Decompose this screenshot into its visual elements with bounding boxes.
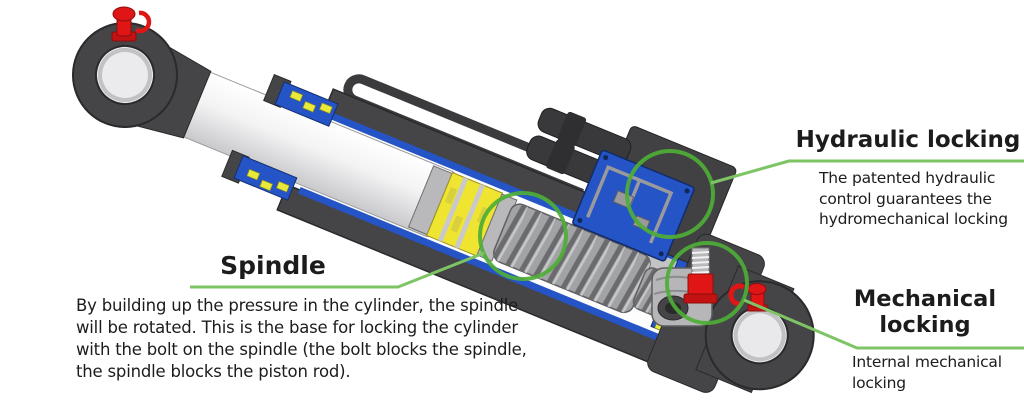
- cylinder-head-gland: [221, 73, 339, 201]
- spindle-title: Spindle: [220, 251, 326, 280]
- mechanical-locking-title-line: locking: [879, 312, 971, 338]
- mechanical-locking-description-line: Internal mechanical: [852, 353, 1002, 371]
- mechanical-locking-description: Internal mechanical locking: [852, 352, 1002, 394]
- grease-fitting-base-end: [728, 283, 768, 312]
- piston: [407, 165, 518, 262]
- mechanical-locking-highlight-circle: [665, 241, 749, 325]
- hydraulic-valve-block: [526, 107, 737, 266]
- mechanical-lock: [651, 247, 718, 327]
- hydraulic-locking-description-line: control guarantees the: [819, 189, 992, 208]
- hydraulic-locking-leader-line: [710, 159, 1024, 185]
- hose-fitting: [537, 107, 632, 163]
- rod-end-eye: [72, 22, 212, 139]
- spindle-description: By building up the pressure in the cylin…: [76, 295, 527, 383]
- spindle-description-line: will be rotated. This is the base for lo…: [76, 318, 518, 337]
- lock-bolt: [687, 273, 714, 297]
- hydraulic-locking-description-line: The patented hydraulic: [819, 169, 996, 187]
- spindle-description-line: the spindle blocks the piston rod).: [76, 362, 351, 381]
- hydraulic-locking-title: Hydraulic locking: [795, 127, 1021, 153]
- mechanical-locking-title: Mechanical locking: [845, 286, 1005, 338]
- spindle-leader-line: [190, 251, 485, 289]
- cylinder-assembly: [72, 22, 815, 394]
- spindle-highlight-circle: [478, 191, 568, 281]
- spindle-description-line: with the bolt on the spindle (the bolt b…: [76, 340, 527, 359]
- hydraulic-locking-description-line: hydromechanical locking: [819, 210, 1008, 228]
- spindle-description-line: By building up the pressure in the cylin…: [76, 296, 519, 315]
- grease-fitting-rod-end: [111, 6, 152, 42]
- hydraulic-locking-description: The patented hydraulic control guarantee…: [819, 168, 1008, 230]
- mechanical-locking-title-line: Mechanical: [853, 286, 997, 312]
- mechanical-locking-description-line: locking: [852, 374, 906, 392]
- mechanical-locking-leader-line: [743, 298, 1024, 350]
- hydraulic-locking-highlight-circle: [625, 149, 715, 239]
